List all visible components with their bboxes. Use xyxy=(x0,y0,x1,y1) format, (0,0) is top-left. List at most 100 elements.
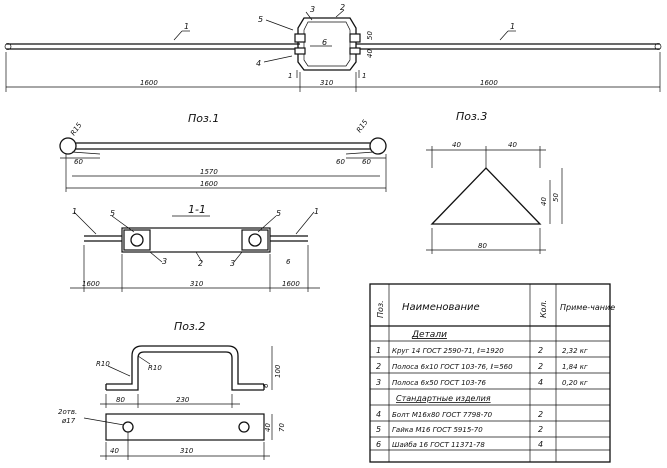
section-standard: Стандартные изделия xyxy=(396,394,491,403)
dim-50: 50 xyxy=(366,31,374,40)
nut-right xyxy=(349,33,361,43)
p3-dim-40-left: 40 xyxy=(452,141,461,149)
p2-leader-r10-left xyxy=(107,365,131,377)
section-plate-left xyxy=(123,229,151,251)
hole-right xyxy=(238,421,250,433)
row1-note: 2,32 кг xyxy=(562,347,588,355)
sec-leader-2 xyxy=(195,251,203,263)
row5-qty: 2 xyxy=(538,425,543,434)
washer-right xyxy=(349,47,361,55)
row6-qty: 4 xyxy=(538,440,543,449)
row2-name: Полоса 6х10 ГОСТ 103-76, ℓ=560 xyxy=(392,363,513,371)
leader-5 xyxy=(265,19,294,31)
section-title: 1-1 xyxy=(188,203,206,216)
dim-40: 40 xyxy=(366,49,374,58)
p2-dim-70: 70 xyxy=(278,423,286,432)
sec-callout-2: 2 xyxy=(198,259,203,268)
eye-right xyxy=(369,137,387,155)
row2-qty: 2 xyxy=(538,362,543,371)
row6-name: Шайба 16 ГОСТ 11371-78 xyxy=(392,441,485,449)
poz1-title: Поз.1 xyxy=(188,112,219,125)
spec-table: Поз. Наименование Кол. Приме-чание Детал… xyxy=(369,283,615,463)
dim-60-mid-right: 60 xyxy=(336,158,345,166)
header-note: Приме-чание xyxy=(560,303,615,312)
p2-dim-310: 310 xyxy=(180,447,194,455)
dim-60-right: 60 xyxy=(362,158,371,166)
p3-dim-80: 80 xyxy=(478,242,487,250)
p2-dim-40-v: 40 xyxy=(264,423,272,432)
header-qty: Кол. xyxy=(539,300,548,318)
sec-callout-5-left: 5 xyxy=(110,209,115,218)
leader-1-left xyxy=(173,30,183,41)
row2-note: 1,84 кг xyxy=(562,363,588,371)
header-name: Наименование xyxy=(402,302,480,313)
p2-dim-230: 230 xyxy=(176,396,190,404)
section-details: Детали xyxy=(411,330,447,340)
sec-callout-3-left: 3 xyxy=(162,257,167,266)
callout-1-left: 1 xyxy=(184,22,189,31)
row1-name: Круг 14 ГОСТ 2590-71, ℓ=1920 xyxy=(392,347,504,355)
dim-r15-left: R15 xyxy=(69,121,84,137)
row3-name: Полоса 6х50 ГОСТ 103-76 xyxy=(392,379,487,387)
poz2-view: Поз.2 R10 R10 80 230 100 6 2отв. ø17 40 … xyxy=(58,320,286,460)
callout-1-right: 1 xyxy=(510,22,515,31)
row4-qty: 2 xyxy=(538,410,543,419)
callout-2: 2 xyxy=(340,3,345,12)
gusset-triangle xyxy=(430,167,542,225)
rod-end-right xyxy=(654,43,662,50)
top-view: 1 5 3 2 6 4 1 1600 310 1600 50 40 1 1 xyxy=(4,3,662,92)
sec-leader-5-right xyxy=(257,215,277,233)
nut-circle-right xyxy=(248,233,262,247)
sec-dim-310: 310 xyxy=(190,280,204,288)
row5-name: Гайка М16 ГОСТ 5915-70 xyxy=(392,426,483,434)
row4-name: Болт М16х80 ГОСТ 7798-70 xyxy=(392,411,493,419)
row3-qty: 4 xyxy=(538,378,543,387)
callout-3: 3 xyxy=(310,5,315,14)
callout-5: 5 xyxy=(258,15,263,24)
sec-leader-1-right xyxy=(295,211,315,235)
p2-dim-80: 80 xyxy=(116,396,125,404)
leader-3 xyxy=(305,11,313,21)
row5-pos: 5 xyxy=(376,425,381,434)
poz3-title: Поз.3 xyxy=(456,110,487,123)
sec-callout-1-left: 1 xyxy=(72,207,77,216)
leader-4 xyxy=(263,55,293,63)
dim-1600-right: 1600 xyxy=(480,79,498,87)
row1-qty: 2 xyxy=(538,346,543,355)
p2-dim-6: 6 xyxy=(262,383,270,388)
eye-left xyxy=(59,137,77,155)
sec-leader-1-left xyxy=(73,211,97,235)
sec-leader-3-right xyxy=(233,251,243,263)
sec-dim-1600-left: 1600 xyxy=(82,280,100,288)
p2-hole-note-1: 2отв. xyxy=(58,408,77,416)
dim-r15-right: R15 xyxy=(355,118,370,134)
p2-leader-holes xyxy=(83,417,125,426)
p3-dim-50: 50 xyxy=(552,193,560,202)
p2-leader-r10-right xyxy=(137,355,151,365)
sec-leader-3-left xyxy=(149,251,163,263)
strip-plan xyxy=(105,413,265,441)
dim-310: 310 xyxy=(320,79,334,87)
dim-60-left: 60 xyxy=(74,158,83,166)
nut-left xyxy=(294,33,306,43)
p3-dim-40-v: 40 xyxy=(540,197,548,206)
row3-note: 0,20 кг xyxy=(562,379,588,387)
row1-pos: 1 xyxy=(376,346,381,355)
tail-left xyxy=(71,151,101,155)
row6-pos: 6 xyxy=(376,440,381,449)
p3-dim-40-right: 40 xyxy=(508,141,517,149)
p2-dim-100: 100 xyxy=(274,364,282,378)
p2-dim-40-bottom: 40 xyxy=(110,447,119,455)
row2-pos: 2 xyxy=(376,362,381,371)
dim-1-right: 1 xyxy=(362,72,366,80)
callout-4: 4 xyxy=(256,59,261,68)
tail-right xyxy=(345,151,375,155)
p2-dim-r10-right: R10 xyxy=(148,364,162,372)
header-pos: Поз. xyxy=(376,300,385,318)
poz1-view: Поз.1 R15 60 60 60 R15 1570 1600 xyxy=(59,112,387,192)
p2-hole-note-2: ø17 xyxy=(61,417,76,425)
washer-left xyxy=(294,47,306,55)
poz2-title: Поз.2 xyxy=(174,320,205,333)
dim-1600-left: 1600 xyxy=(140,79,158,87)
